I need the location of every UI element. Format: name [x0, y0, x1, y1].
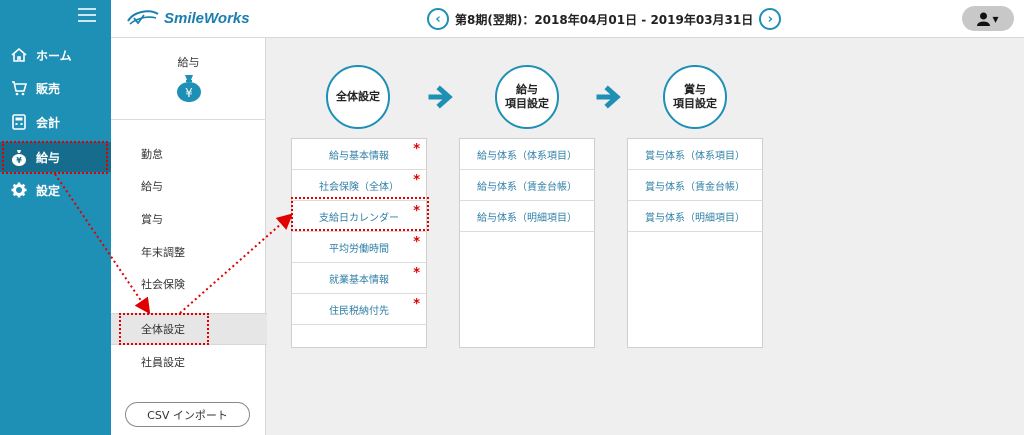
- link-employment-basic-info[interactable]: 就業基本情報*: [292, 263, 426, 294]
- smileworks-logo[interactable]: SmileWorks: [126, 9, 250, 27]
- general-settings-panel: 給与基本情報* 社会保険（全体）* 支給日カレンダー* 平均労働時間* 就業基本…: [291, 138, 427, 348]
- submenu-item-year-end[interactable]: 年末調整: [141, 246, 185, 259]
- sidebar-item-label: 給与: [36, 150, 61, 165]
- step-label: 全体設定: [336, 89, 380, 103]
- required-mark: *: [413, 142, 420, 157]
- logo-swoosh-icon: [126, 9, 160, 27]
- chevron-down-icon: ▾: [992, 11, 999, 26]
- gear-icon: [10, 181, 28, 199]
- submenu-item-salary[interactable]: 給与: [141, 180, 163, 193]
- sidebar-item-label: 販売: [36, 81, 61, 96]
- submenu-item-employee-settings[interactable]: 社員設定: [141, 356, 185, 369]
- prev-period-button[interactable]: ‹: [427, 8, 449, 30]
- highlight-general-settings: [119, 313, 209, 345]
- required-mark: *: [413, 266, 420, 281]
- sidebar-item-home[interactable]: ホーム: [0, 40, 111, 70]
- step-bonus-item-settings[interactable]: 賞与項目設定: [663, 65, 727, 129]
- svg-text:¥: ¥: [185, 86, 193, 100]
- link-basic-salary-info[interactable]: 給与基本情報*: [292, 139, 426, 170]
- required-mark: *: [413, 204, 420, 219]
- sidebar-item-payroll[interactable]: ¥ 給与: [0, 142, 111, 172]
- next-period-button[interactable]: ›: [759, 8, 782, 30]
- highlight-payroll-nav: [2, 141, 108, 174]
- user-menu-button[interactable]: ▾: [962, 6, 1014, 31]
- cart-icon: [10, 79, 28, 97]
- step-label: 給与項目設定: [505, 82, 549, 110]
- required-mark: *: [413, 235, 420, 250]
- link-salary-system-payslip[interactable]: 給与体系（明細項目）: [460, 201, 594, 232]
- step-salary-item-settings[interactable]: 給与項目設定: [495, 65, 559, 129]
- arrow-right-icon: [596, 85, 621, 109]
- link-bonus-system-items[interactable]: 賞与体系（体系項目）: [628, 139, 762, 170]
- required-mark: *: [413, 173, 420, 188]
- fiscal-period-selector: ‹ 第8期(翌期)：2018年04月01日 - 2019年03月31日 ›: [427, 8, 782, 30]
- link-salary-system-ledger[interactable]: 給与体系（賃金台帳）: [460, 170, 594, 201]
- sidebar-item-label: ホーム: [36, 48, 72, 63]
- hamburger-menu-icon[interactable]: [78, 8, 96, 24]
- csv-import-button[interactable]: CSV インポート: [125, 402, 250, 427]
- arrow-right-icon: [428, 85, 453, 109]
- link-salary-system-items[interactable]: 給与体系（体系項目）: [460, 139, 594, 170]
- sidebar-item-label: 設定: [36, 183, 61, 198]
- sidebar-item-label: 会計: [36, 115, 61, 130]
- bonus-items-panel: 賞与体系（体系項目） 賞与体系（賃金台帳） 賞与体系（明細項目）: [627, 138, 763, 348]
- required-mark: *: [413, 297, 420, 312]
- top-header: SmileWorks ‹ 第8期(翌期)：2018年04月01日 - 2019年…: [111, 0, 1024, 38]
- calculator-icon: [10, 113, 28, 131]
- submenu-header: 給与 ¥: [111, 38, 266, 120]
- sidebar-item-sales[interactable]: 販売: [0, 73, 111, 103]
- submenu-item-bonus[interactable]: 賞与: [141, 213, 163, 226]
- svg-text:¥: ¥: [16, 156, 22, 165]
- submenu-item-attendance[interactable]: 勤怠: [141, 148, 163, 161]
- sidebar-item-settings[interactable]: 設定: [0, 175, 111, 205]
- payroll-submenu: 給与 ¥ 勤怠 給与 賞与 年末調整 社会保険 全体設定 社員設定 CSV イン…: [111, 38, 267, 435]
- fiscal-period-label: 第8期(翌期)：2018年04月01日 - 2019年03月31日: [455, 12, 754, 27]
- step-general-settings[interactable]: 全体設定: [326, 65, 390, 129]
- link-social-insurance-all[interactable]: 社会保険（全体）*: [292, 170, 426, 201]
- sidebar: ホーム 販売 会計 ¥ 給与 設定: [0, 0, 111, 435]
- step-label: 賞与項目設定: [673, 82, 717, 110]
- link-bonus-system-payslip[interactable]: 賞与体系（明細項目）: [628, 201, 762, 232]
- link-payday-calendar[interactable]: 支給日カレンダー*: [292, 201, 426, 232]
- submenu-title: 給与: [177, 56, 200, 69]
- salary-items-panel: 給与体系（体系項目） 給与体系（賃金台帳） 給与体系（明細項目）: [459, 138, 595, 348]
- home-icon: [10, 46, 28, 64]
- highlight-payday-calendar: [291, 197, 429, 231]
- link-average-working-hours[interactable]: 平均労働時間*: [292, 232, 426, 263]
- link-resident-tax-payee[interactable]: 住民税納付先*: [292, 294, 426, 325]
- logo-text: SmileWorks: [164, 9, 250, 27]
- moneybag-icon: ¥: [176, 74, 202, 102]
- user-icon: [977, 12, 991, 26]
- link-bonus-system-ledger[interactable]: 賞与体系（賃金台帳）: [628, 170, 762, 201]
- sidebar-item-accounting[interactable]: 会計: [0, 107, 111, 137]
- submenu-item-social-insurance[interactable]: 社会保険: [141, 278, 185, 291]
- moneybag-icon: ¥: [10, 148, 28, 166]
